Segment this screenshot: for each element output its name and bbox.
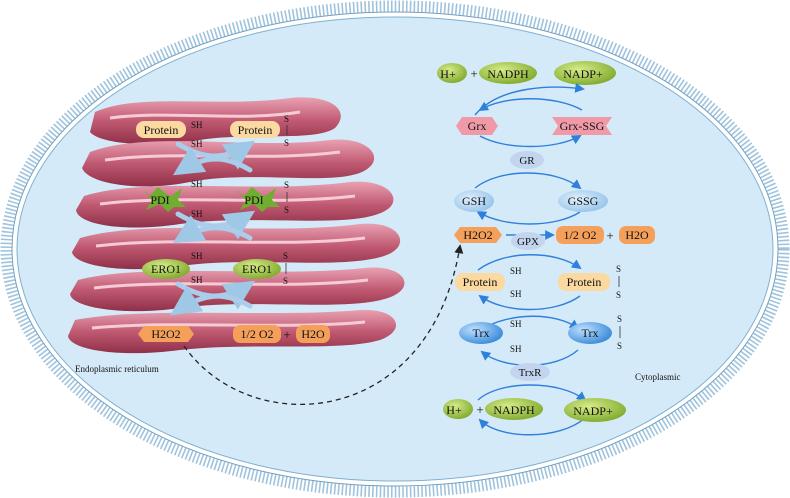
er-ero1-oxidized: ERO1 S S xyxy=(233,251,288,286)
grx-ssg: Grx-SSG xyxy=(552,117,612,135)
svg-text:SH: SH xyxy=(191,275,203,285)
gpx-enzyme: GPX xyxy=(511,232,545,250)
svg-text:Protein: Protein xyxy=(238,123,273,137)
svg-text:NADPH: NADPH xyxy=(493,403,535,417)
svg-text:NADP+: NADP+ xyxy=(573,404,613,418)
svg-text:H2O: H2O xyxy=(301,327,325,341)
cyto-protein-reduced: Protein SH SH xyxy=(455,266,522,299)
er-pdi-oxidized: PDI S S xyxy=(236,180,289,215)
svg-text:SH: SH xyxy=(191,209,203,219)
svg-text:1/2 O2: 1/2 O2 xyxy=(241,327,274,341)
svg-text:SH: SH xyxy=(191,179,203,189)
svg-text:H2O2: H2O2 xyxy=(151,327,180,341)
cytoplasm-label: Cytoplasmic xyxy=(635,372,681,382)
svg-text:TrxR: TrxR xyxy=(519,367,542,379)
gssg: GSSG xyxy=(558,190,608,212)
svg-text:Grx: Grx xyxy=(468,119,487,133)
svg-text:Trx: Trx xyxy=(582,326,599,340)
er-protein-reduced: Protein SH SH xyxy=(136,120,203,149)
gsh: GSH xyxy=(454,190,494,212)
svg-text:Protein: Protein xyxy=(463,275,498,289)
svg-text:ERO1: ERO1 xyxy=(151,262,181,276)
endoplasmic-reticulum xyxy=(68,97,405,354)
svg-text:S: S xyxy=(284,205,289,215)
svg-text:S: S xyxy=(283,251,288,261)
svg-text:PDI: PDI xyxy=(244,193,263,207)
svg-text:SH: SH xyxy=(510,344,522,354)
trx-reduced: Trx SH SH xyxy=(459,319,522,354)
cyto-protein-oxidized: Protein S S xyxy=(558,264,621,300)
svg-text:NADP+: NADP+ xyxy=(563,67,603,81)
er-ero1-reduced: ERO1 SH SH xyxy=(142,251,203,285)
svg-text:S: S xyxy=(284,138,289,148)
er-protein-oxidized: Protein S S xyxy=(230,114,289,148)
svg-text:+: + xyxy=(476,402,483,417)
svg-text:H2O2: H2O2 xyxy=(463,228,492,242)
svg-text:SH: SH xyxy=(191,120,203,130)
svg-text:1/2 O2: 1/2 O2 xyxy=(564,228,597,242)
er-h2o2: H2O2 xyxy=(138,326,194,342)
svg-text:S: S xyxy=(616,264,621,274)
svg-text:S: S xyxy=(616,290,621,300)
nadph-top: H+ + NADPH xyxy=(437,62,537,84)
svg-text:GR: GR xyxy=(519,155,535,167)
er-products: 1/2 O2 + H2O xyxy=(233,325,330,343)
trxr-enzyme: TrxR xyxy=(510,363,550,381)
svg-text:PDI: PDI xyxy=(150,193,169,207)
svg-text:SH: SH xyxy=(510,319,522,329)
svg-text:H2O: H2O xyxy=(625,228,649,242)
svg-text:H+: H+ xyxy=(440,67,456,81)
nadph-bottom: H+ + NADPH xyxy=(443,398,543,420)
svg-text:GPX: GPX xyxy=(517,236,539,248)
svg-text:+: + xyxy=(283,327,290,342)
grx: Grx xyxy=(456,117,498,135)
trx-oxidized: Trx S S xyxy=(568,314,622,351)
svg-text:S: S xyxy=(284,114,289,124)
cyto-products: 1/2 O2 + H2O xyxy=(556,226,655,244)
svg-text:GSH: GSH xyxy=(462,194,486,208)
er-transfer-arrows xyxy=(170,140,256,316)
svg-text:H+: H+ xyxy=(446,403,462,417)
nadp-top: NADP+ xyxy=(554,61,616,85)
gr-enzyme: GR xyxy=(510,151,544,169)
svg-text:+: + xyxy=(470,66,477,81)
svg-text:Trx: Trx xyxy=(473,326,490,340)
svg-text:NADPH: NADPH xyxy=(487,67,529,81)
svg-text:GSSG: GSSG xyxy=(568,194,599,208)
svg-text:+: + xyxy=(606,228,613,243)
er-label: Endoplasmic reticulum xyxy=(75,364,159,374)
h2o2-translocation-arrow xyxy=(183,244,464,406)
svg-text:Protein: Protein xyxy=(567,275,602,289)
nadp-bottom: NADP+ xyxy=(564,398,626,422)
svg-text:Protein: Protein xyxy=(144,123,179,137)
svg-text:SH: SH xyxy=(510,266,522,276)
svg-text:S: S xyxy=(617,314,622,324)
er-pdi-reduced: PDI SH SH xyxy=(143,179,203,219)
svg-text:SH: SH xyxy=(191,251,203,261)
svg-text:S: S xyxy=(283,276,288,286)
svg-text:S: S xyxy=(284,180,289,190)
cyto-h2o2: H2O2 xyxy=(454,227,502,243)
svg-text:ERO1: ERO1 xyxy=(242,262,272,276)
svg-text:SH: SH xyxy=(191,139,203,149)
svg-text:S: S xyxy=(617,341,622,351)
svg-text:SH: SH xyxy=(510,289,522,299)
svg-text:Grx-SSG: Grx-SSG xyxy=(560,119,605,133)
